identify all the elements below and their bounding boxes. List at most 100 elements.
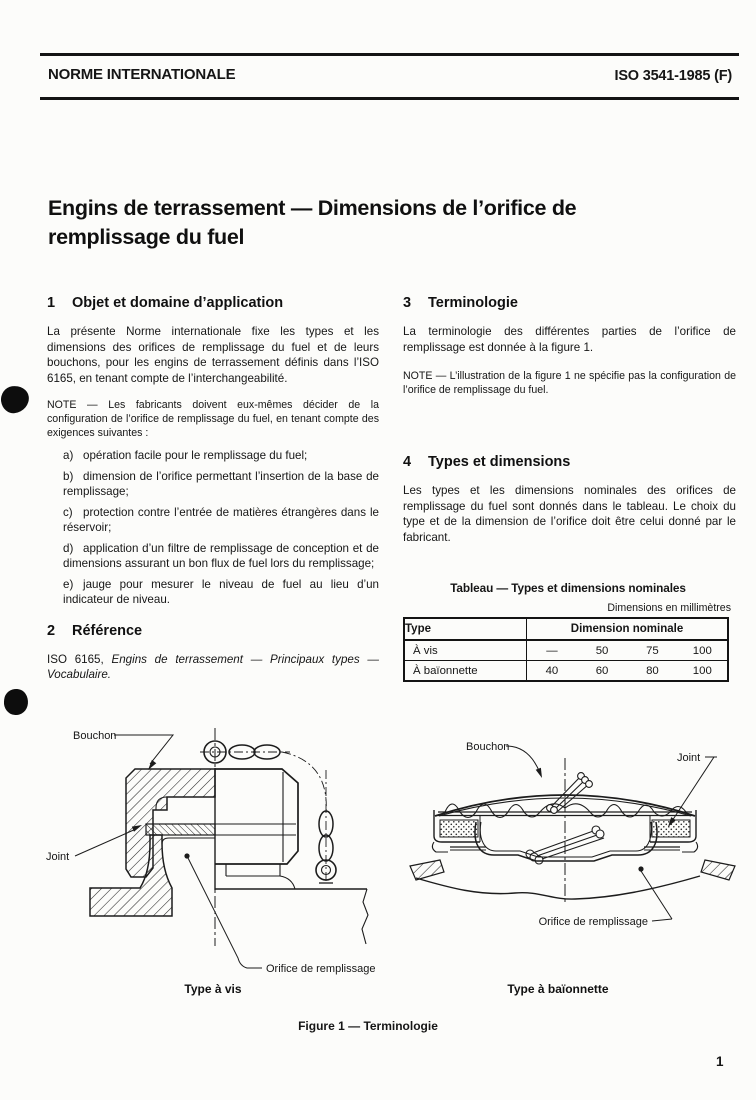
list-item: c)protection contre l’entrée de matières… — [47, 505, 379, 536]
orifice-leader-line — [186, 855, 262, 969]
section3-number: 3 — [403, 295, 412, 311]
row-value-cell: 80 — [627, 660, 678, 681]
row-type-cell: À vis — [404, 640, 527, 661]
list-item-label: a) — [63, 449, 74, 462]
joint-label: Joint — [677, 752, 700, 764]
cap-dome-outer — [434, 794, 696, 817]
figure-screw-type-drawing: Bouchon Joint Orifice de remplissage Typ… — [46, 728, 375, 996]
section3-paragraph: La terminologie des différentes parties … — [403, 325, 736, 354]
list-item-text: opération facile pour le remplissage du … — [83, 449, 308, 462]
section1-number: 1 — [47, 295, 56, 311]
orifice-label: Orifice de remplissage — [266, 963, 375, 975]
section1-paragraph: La présente Norme internationale fixe le… — [47, 325, 379, 385]
flange-stub-right — [700, 859, 736, 881]
spring — [525, 772, 605, 865]
orifice-leader-line — [651, 918, 673, 922]
table-row-baionnette: À baïonnette 40 60 80 100 — [404, 660, 728, 681]
page-number: 1 — [716, 1054, 724, 1069]
retaining-chain — [200, 740, 337, 884]
section1-heading-text: Objet et domaine d’application — [72, 295, 284, 311]
reference-title: Engins de terrassement — Principaux type… — [47, 652, 379, 682]
header-rule-bottom — [40, 97, 739, 100]
break-line — [361, 888, 369, 945]
joint-seal-right — [649, 810, 699, 853]
col-header-dimension: Dimension nominale — [526, 618, 728, 641]
dimensions-table: Type Dimension nominale À vis — 50 75 10… — [403, 617, 729, 682]
list-item: b)dimension de l’orifice permettant l’in… — [47, 469, 379, 500]
cap-section-hatched — [125, 768, 216, 878]
right-column: 3 Terminologie La terminologie des différ… — [403, 294, 736, 557]
page-title: Engins de terrassement — Dimensions de l… — [48, 196, 577, 249]
table-block: Tableau — Types et dimensions nominales … — [403, 581, 733, 682]
list-item-label: c) — [63, 505, 73, 519]
reference-entry: ISO 6165, Engins de terrassement — Princ… — [47, 652, 379, 683]
ink-mark — [2, 688, 30, 716]
section3-heading: 3 Terminologie — [403, 294, 736, 312]
cap-inner-corner — [155, 796, 168, 810]
row-value-cell: 40 — [526, 660, 577, 681]
joint-label: Joint — [46, 851, 69, 863]
bouchon-leader-line — [114, 734, 175, 765]
cap-dome-inner — [438, 797, 692, 817]
cap-outline-view — [215, 768, 299, 890]
list-item-text: dimension de l’orifice permettant l’inse… — [63, 469, 379, 499]
figure-labels: Bouchon Joint Orifice de remplissage — [46, 730, 375, 975]
section1-heading: 1 Objet et domaine d’application — [47, 294, 379, 312]
header-left-title: NORME INTERNATIONALE — [48, 66, 236, 83]
section3-note: NOTE — L’illustration de la figure 1 ne … — [403, 370, 736, 396]
flange-stub-left — [409, 859, 445, 881]
list-item-text: jauge pour mesurer le niveau de fuel au … — [63, 577, 379, 607]
table-header-row: Type Dimension nominale — [404, 618, 728, 641]
arrowhead — [148, 759, 157, 770]
row-type-cell: À baïonnette — [404, 660, 527, 681]
section4-paragraph: Les types et les dimensions nominales de… — [403, 484, 736, 544]
bouchon-label: Bouchon — [466, 741, 509, 753]
reference-code: ISO 6165, — [47, 652, 104, 666]
list-item: a) opération facile pour le remplissage d… — [47, 448, 379, 464]
row-value-cell: 100 — [692, 644, 712, 657]
arrowhead — [131, 825, 142, 832]
arrowhead — [668, 817, 676, 827]
section3-heading-text: Terminologie — [428, 295, 518, 311]
header-doc-ref: ISO 3541-1985 (F) — [614, 68, 733, 84]
figure-bayonet-type-drawing: Bouchon Joint Orifice de remplissage Typ… — [409, 741, 736, 996]
list-item-label: d) — [63, 541, 74, 555]
figure-caption-baionnette: Type à baïonnette — [507, 982, 608, 996]
row-value-cell: 60 — [576, 660, 628, 681]
figure1-caption: Figure 1 — Terminologie — [298, 1019, 438, 1033]
arrowhead — [535, 767, 542, 778]
section4-heading-text: Types et dimensions — [428, 454, 571, 470]
joint-leader-line — [74, 828, 137, 857]
row-value-cell: 50 — [595, 644, 609, 657]
orifice-leader-line — [640, 870, 673, 920]
left-column: 1 Objet et domaine d’application La prése… — [47, 294, 379, 683]
orifice-label: Orifice de remplissage — [539, 916, 648, 928]
list-item: d)application d’un filtre de remplissage… — [47, 541, 379, 572]
figure-caption-vis: Type à vis — [184, 982, 241, 996]
bouchon-leader-line — [505, 745, 541, 774]
bouchon-label: Bouchon — [73, 730, 116, 742]
joint-seal-section — [145, 823, 216, 836]
list-item-label: e) — [63, 577, 74, 591]
orifice-mouth-line — [161, 837, 215, 845]
list-item: e)jauge pour mesurer le niveau de fuel a… — [47, 577, 379, 608]
table-units-note: Dimensions en millimètres — [607, 602, 731, 614]
leader-dot — [638, 866, 644, 872]
table-title: Tableau — Types et dimensions nominales — [450, 581, 686, 595]
row-value-cell: 75 — [646, 644, 659, 657]
list-item-text: application d’un filtre de remplissage d… — [63, 541, 379, 571]
ink-mark — [0, 384, 31, 415]
section4-heading: 4 Types et dimensions — [403, 453, 736, 471]
row-value-cell: — — [546, 644, 558, 657]
tank-outline — [415, 875, 701, 900]
joint-leader-line — [671, 756, 715, 822]
section2-number: 2 — [47, 622, 56, 639]
list-item-text: protection contre l’entrée de matières é… — [63, 505, 379, 535]
section1-note: NOTE — Les fabricants doivent eux-mêmes … — [47, 399, 379, 439]
inner-cup — [474, 821, 658, 862]
table-row-vis: À vis — 50 75 100 — [404, 640, 728, 661]
section4-number: 4 — [403, 454, 412, 470]
header-rule-top — [40, 53, 739, 56]
